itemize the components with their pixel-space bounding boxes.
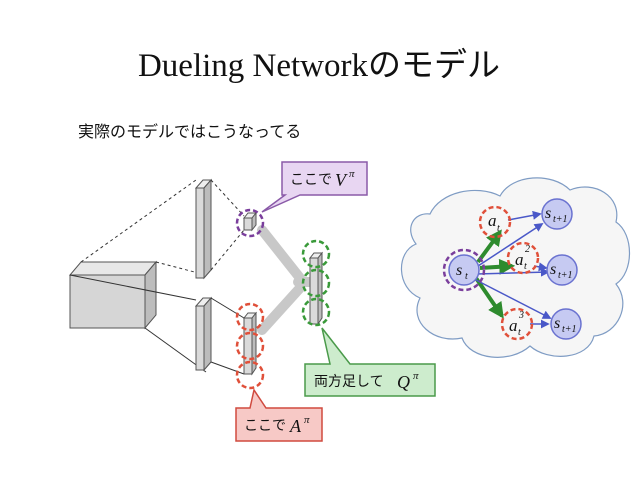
q-column — [308, 251, 324, 326]
svg-text:t: t — [518, 327, 521, 338]
state-label: s — [456, 262, 462, 279]
q-callout-symbol: Q — [397, 372, 410, 392]
svg-text:t: t — [497, 223, 500, 234]
q-dashed-circles — [301, 239, 331, 327]
value-callout: ここで V π — [261, 161, 368, 213]
svg-text:s: s — [554, 315, 560, 332]
advantage-callout-text: ここで — [244, 418, 286, 434]
next-state-node-2: s t+1 — [546, 254, 578, 286]
q-callout-text: 両方足して — [314, 374, 384, 390]
cloud-arrows — [474, 210, 552, 329]
page-title: Dueling Networkのモデル — [137, 48, 501, 84]
advantage-callout-sup: π — [304, 414, 310, 426]
svg-text:s: s — [550, 261, 556, 278]
svg-text:t+1: t+1 — [553, 214, 568, 225]
head-connections — [210, 179, 245, 375]
advantage-dashed-circles — [235, 302, 265, 390]
input-block — [68, 260, 158, 330]
state-node: s t — [442, 248, 486, 292]
advantage-column — [242, 311, 258, 376]
q-callout-sup: π — [413, 370, 419, 382]
svg-text:a: a — [515, 250, 524, 269]
svg-text:t+1: t+1 — [558, 270, 573, 281]
upper-conv-layer — [194, 178, 213, 280]
advantage-callout: ここで A π — [235, 388, 323, 442]
svg-text:t: t — [524, 261, 527, 272]
svg-text:a: a — [488, 211, 497, 230]
next-state-node-3: s t+1 — [550, 308, 582, 340]
svg-text:s: s — [545, 205, 551, 222]
svg-text:t+1: t+1 — [562, 324, 577, 335]
state-label-sub: t — [465, 271, 468, 282]
svg-text:2: 2 — [525, 244, 530, 255]
svg-text:3: 3 — [518, 310, 524, 321]
action-node-1: a t — [478, 205, 512, 239]
action-node-2: a 2 t — [506, 241, 540, 275]
page-subtitle: 実際のモデルではこうなってる — [78, 122, 302, 141]
action-node-3: a 3 t — [500, 307, 534, 341]
svg-text:a: a — [509, 316, 518, 335]
value-callout-text: ここで — [290, 172, 332, 188]
value-callout-symbol: V — [335, 170, 348, 190]
value-node — [242, 211, 258, 232]
next-state-node-1: s t+1 — [541, 198, 573, 230]
lower-conv-layer — [194, 296, 213, 372]
advantage-callout-symbol: A — [289, 416, 302, 436]
value-callout-sup: π — [349, 168, 355, 180]
value-dashed-circle — [235, 208, 265, 238]
q-callout: 両方足して Q π — [304, 327, 436, 397]
